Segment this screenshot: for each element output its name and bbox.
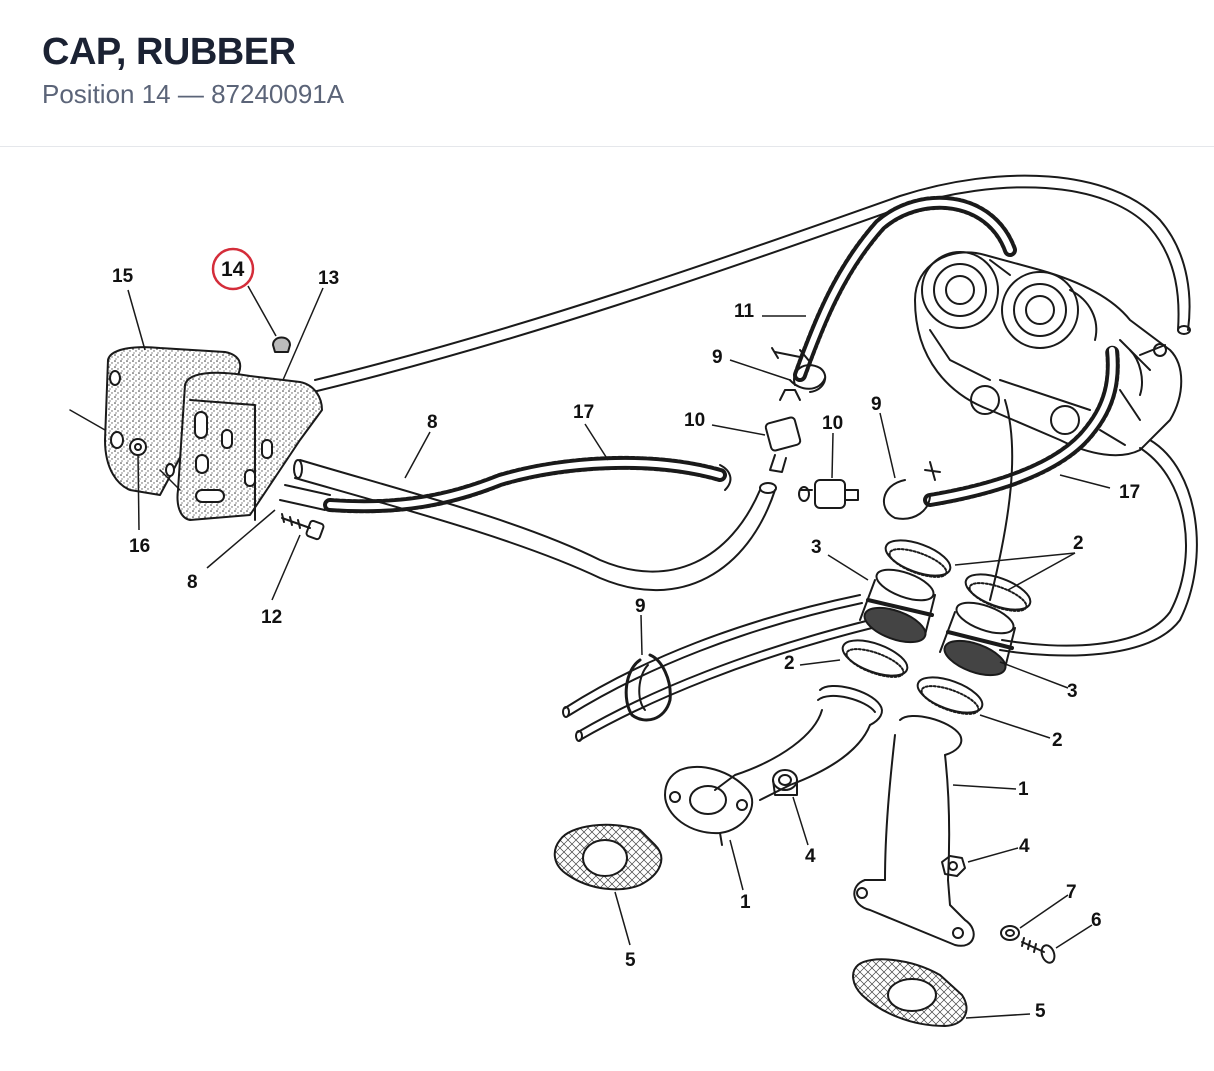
hose-clamp-9-mid bbox=[882, 461, 941, 520]
callout-9-upper[interactable]: 9 bbox=[712, 347, 723, 368]
gasket-5-right bbox=[852, 958, 968, 1027]
clamp-2-lower-right bbox=[916, 676, 984, 715]
callout-4-right[interactable]: 4 bbox=[1019, 836, 1030, 857]
page-title: CAP, RUBBER bbox=[42, 31, 296, 73]
rubber-cap-14 bbox=[272, 336, 291, 353]
callout-8-left[interactable]: 8 bbox=[187, 572, 198, 593]
callout-10-left[interactable]: 10 bbox=[684, 410, 705, 431]
callout-4-left[interactable]: 4 bbox=[805, 846, 816, 867]
clamp-2-upper-right bbox=[964, 573, 1032, 612]
carburetor-assembly bbox=[914, 251, 1183, 457]
washer-7 bbox=[1000, 925, 1020, 941]
screw-12 bbox=[281, 513, 325, 541]
nut-4-right bbox=[941, 855, 966, 877]
callout-9-lower[interactable]: 9 bbox=[635, 596, 646, 617]
callout-3-lower[interactable]: 3 bbox=[1067, 681, 1078, 702]
connector-10-lower bbox=[798, 479, 859, 509]
boot-3-right bbox=[939, 601, 1016, 677]
callout-8-mid[interactable]: 8 bbox=[427, 412, 438, 433]
hose-8 bbox=[279, 459, 777, 592]
clamp-2-lower-left bbox=[841, 639, 909, 678]
callout-5-right[interactable]: 5 bbox=[1035, 1001, 1046, 1022]
callout-2-upper[interactable]: 2 bbox=[1073, 533, 1084, 554]
gasket-5-left bbox=[553, 823, 663, 891]
coiled-hose-17-left bbox=[323, 455, 732, 514]
callout-9-mid[interactable]: 9 bbox=[871, 394, 882, 415]
callout-5-left[interactable]: 5 bbox=[625, 950, 636, 971]
callout-7[interactable]: 7 bbox=[1066, 882, 1077, 903]
highlight-ring bbox=[211, 247, 255, 291]
washer-16 bbox=[129, 438, 147, 456]
page-header: CAP, RUBBER Position 14 — 87240091A bbox=[0, 0, 1214, 147]
connector-10-upper bbox=[764, 389, 802, 473]
callout-14[interactable]: 14 bbox=[221, 258, 245, 281]
callout-10-right[interactable]: 10 bbox=[822, 413, 843, 434]
upper-vent-hose bbox=[312, 174, 1191, 393]
crossover-hoses bbox=[562, 594, 873, 742]
callout-17-left[interactable]: 17 bbox=[573, 402, 594, 423]
spacer-4-left bbox=[772, 769, 798, 796]
callout-3-upper[interactable]: 3 bbox=[811, 537, 822, 558]
cover-13 bbox=[165, 371, 323, 521]
page-subtitle: Position 14 — 87240091A bbox=[42, 79, 345, 109]
hose-clamp-9-upper bbox=[771, 347, 826, 390]
coiled-hose-17-right bbox=[923, 343, 1120, 507]
screw-6 bbox=[1021, 937, 1056, 964]
leader-lines bbox=[127, 285, 1111, 1019]
hose-clamp-9-lower bbox=[624, 653, 672, 722]
callout-6[interactable]: 6 bbox=[1091, 910, 1102, 931]
callouts: 15 14 13 16 8 12 8 17 10 10 9 11 9 17 3 … bbox=[112, 258, 1140, 1022]
callout-17-right[interactable]: 17 bbox=[1119, 482, 1140, 503]
callout-1-right[interactable]: 1 bbox=[1018, 779, 1029, 800]
callout-11[interactable]: 11 bbox=[734, 301, 755, 322]
coiled-hose-11 bbox=[793, 195, 1017, 393]
intake-manifold-1-left bbox=[664, 685, 883, 846]
callout-16[interactable]: 16 bbox=[129, 536, 150, 557]
boot-3-left bbox=[859, 568, 936, 644]
clamp-2-upper-left bbox=[884, 539, 952, 578]
exploded-parts-diagram: 15 14 13 16 8 12 8 17 10 10 9 11 9 17 3 … bbox=[0, 148, 1214, 1066]
lower-loop-hose bbox=[989, 399, 1198, 657]
intake-manifold-1-right bbox=[853, 715, 975, 947]
callout-13[interactable]: 13 bbox=[318, 268, 339, 289]
callout-1-left[interactable]: 1 bbox=[740, 892, 751, 913]
callout-2-mid[interactable]: 2 bbox=[784, 653, 795, 674]
callout-15[interactable]: 15 bbox=[112, 266, 134, 287]
callout-12[interactable]: 12 bbox=[261, 607, 282, 628]
diagram-svg: 15 14 13 16 8 12 8 17 10 10 9 11 9 17 3 … bbox=[69, 174, 1198, 1027]
callout-2-lower[interactable]: 2 bbox=[1052, 730, 1063, 751]
